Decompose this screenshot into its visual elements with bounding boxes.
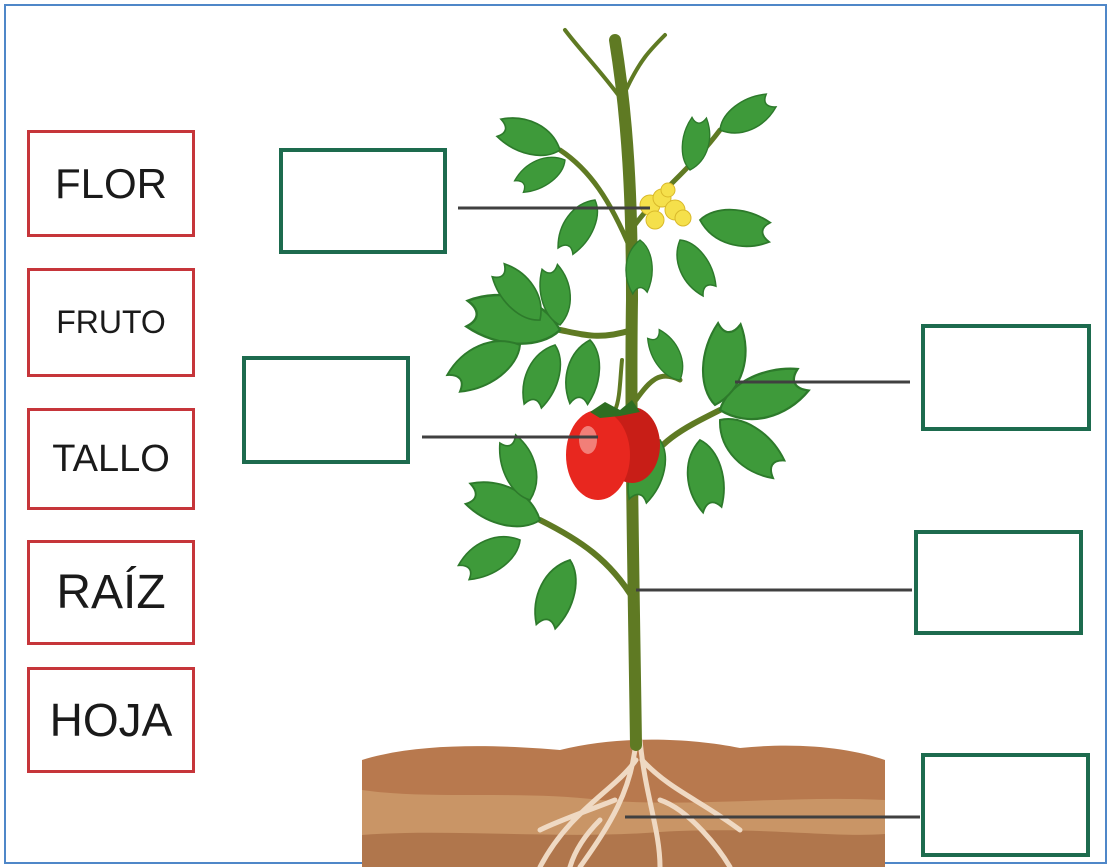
- word-label: FRUTO: [56, 304, 166, 340]
- word-label: FLOR: [54, 159, 167, 207]
- tomato: [566, 400, 660, 500]
- flowers: [639, 182, 692, 230]
- word-card-raiz[interactable]: RAÍZ: [27, 540, 195, 645]
- answer-box-flor[interactable]: [279, 148, 447, 254]
- answer-box-hoja[interactable]: [921, 324, 1091, 431]
- word-card-tallo[interactable]: TALLO: [27, 408, 195, 510]
- word-label: RAÍZ: [56, 566, 166, 619]
- word-label: TALLO: [52, 437, 170, 480]
- word-card-fruto[interactable]: FRUTO: [27, 268, 195, 377]
- stem: [537, 28, 723, 751]
- leader-lines: [422, 206, 920, 819]
- word-card-hoja[interactable]: HOJA: [27, 667, 195, 773]
- word-card-flor[interactable]: FLOR: [27, 130, 195, 237]
- answer-box-raiz[interactable]: [921, 753, 1090, 857]
- word-label: HOJA: [49, 694, 173, 746]
- answer-box-fruto[interactable]: [242, 356, 410, 464]
- roots: [537, 737, 743, 867]
- answer-box-tallo[interactable]: [914, 530, 1083, 635]
- soil: [362, 739, 885, 867]
